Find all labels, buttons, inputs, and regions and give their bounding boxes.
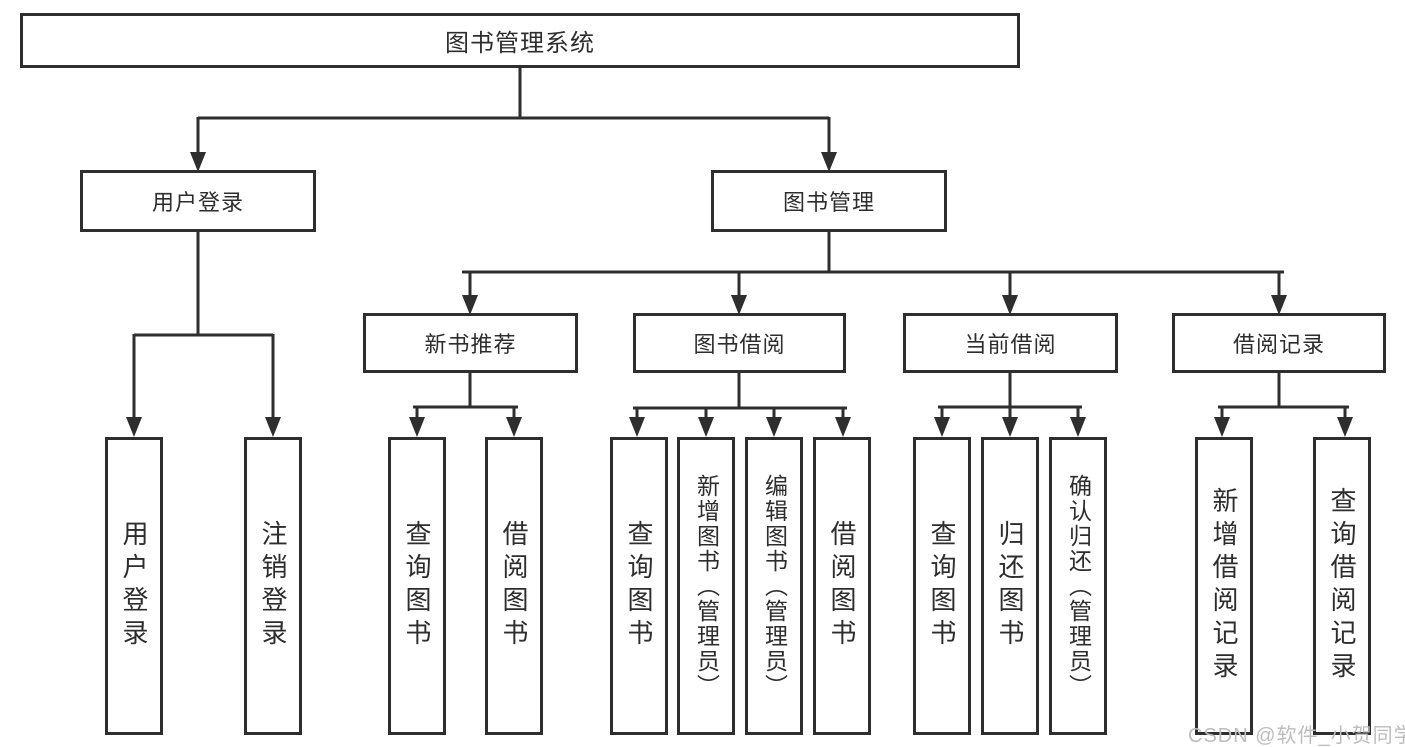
- node-book-borrow: 图书借阅: [633, 313, 846, 373]
- leaf-query-books-borrow: 查询图书: [610, 437, 668, 735]
- node-borrow-records-label: 借阅记录: [1232, 332, 1325, 357]
- leaf-confirm-return-admin: 确认归还（管理员）: [1049, 437, 1107, 735]
- node-book-mgmt-label: 图书管理: [782, 190, 875, 215]
- leaf-return-books: 归还图书: [981, 437, 1039, 735]
- leaf-add-books-admin: 新增图书（管理员）: [677, 437, 735, 735]
- node-root: 图书管理系统: [20, 13, 1020, 68]
- node-current-borrow-label: 当前借阅: [964, 332, 1057, 357]
- leaf-query-books-recommend: 查询图书: [388, 437, 446, 735]
- node-book-mgmt: 图书管理: [711, 170, 947, 232]
- leaf-borrow-books-label: 借阅图书: [827, 520, 857, 652]
- edge-user-login-to-leaves: [126, 232, 281, 437]
- edge-borrow-records-to-leaves: [1214, 373, 1353, 437]
- leaf-logout: 注销登录: [244, 437, 302, 735]
- node-current-borrow: 当前借阅: [903, 313, 1118, 373]
- leaf-borrow-books-recommend: 借阅图书: [485, 437, 543, 735]
- leaf-query-borrow-record: 查询借阅记录: [1313, 437, 1371, 735]
- node-new-books-label: 新书推荐: [424, 332, 517, 357]
- leaf-query-books-current-label: 查询图书: [927, 520, 957, 652]
- leaf-query-books-borrow-label: 查询图书: [624, 520, 654, 652]
- node-book-borrow-label: 图书借阅: [693, 332, 786, 357]
- node-user-login: 用户登录: [80, 170, 316, 232]
- leaf-user-login-label: 用户登录: [119, 520, 149, 652]
- edge-current-borrow-to-leaves: [934, 373, 1086, 437]
- leaf-return-books-label: 归还图书: [995, 520, 1025, 652]
- leaf-query-books-recommend-label: 查询图书: [402, 520, 432, 652]
- leaf-user-login: 用户登录: [105, 437, 163, 735]
- leaf-query-borrow-record-label: 查询借阅记录: [1327, 487, 1357, 685]
- leaf-borrow-books-recommend-label: 借阅图书: [499, 520, 529, 652]
- leaf-confirm-return-admin-label: 确认归还（管理员）: [1065, 473, 1092, 699]
- node-root-label: 图书管理系统: [445, 30, 595, 57]
- edge-new-books-to-leaves: [409, 373, 522, 437]
- leaf-add-books-admin-label: 新增图书（管理员）: [693, 473, 720, 699]
- node-user-login-label: 用户登录: [151, 190, 244, 215]
- csdn-watermark: CSDN @软件_小贺同学: [1188, 725, 1405, 747]
- leaf-add-borrow-record: 新增借阅记录: [1195, 437, 1253, 735]
- leaf-edit-books-admin-label: 编辑图书（管理员）: [761, 473, 788, 699]
- node-borrow-records: 借阅记录: [1172, 313, 1386, 373]
- edge-book-mgmt-to-level3: [462, 232, 1287, 315]
- leaf-borrow-books: 借阅图书: [813, 437, 871, 735]
- leaf-add-borrow-record-label: 新增借阅记录: [1209, 487, 1239, 685]
- leaf-logout-label: 注销登录: [258, 520, 288, 652]
- leaf-edit-books-admin: 编辑图书（管理员）: [745, 437, 803, 735]
- leaf-query-books-current: 查询图书: [913, 437, 971, 735]
- node-new-books: 新书推荐: [363, 313, 578, 373]
- edge-book-borrow-to-leaves: [629, 373, 851, 437]
- edge-root-to-level2: [190, 68, 837, 172]
